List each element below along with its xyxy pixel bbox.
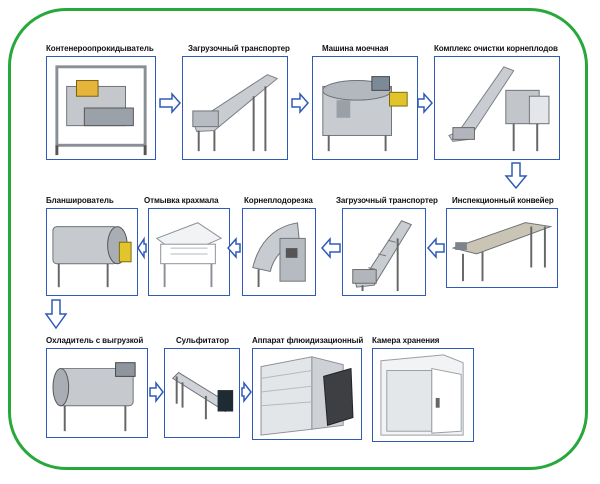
- step-image-root-cutter: [242, 208, 316, 296]
- step-image-fluidized-freezer: [252, 348, 362, 440]
- step-image-sulfitator: [164, 348, 240, 438]
- step-image-container-tipper: [46, 56, 156, 160]
- root-cutter-icon: [252, 222, 306, 288]
- step-image-peeling-complex: [434, 56, 560, 160]
- step-label: Комплекс очистки корнеплодов: [434, 44, 558, 53]
- arrow-left-icon: [137, 236, 147, 260]
- step-label: Машина моечная: [322, 44, 389, 53]
- fluidized-bed-freezer-icon: [260, 356, 354, 436]
- step-image-loading-conveyor: [182, 56, 288, 160]
- step-label: Инспекционный конвейер: [452, 196, 554, 205]
- arrow-right-icon: [417, 92, 434, 114]
- step-label: Бланширователь: [46, 196, 114, 205]
- washing-machine-icon: [322, 76, 408, 152]
- arrow-down-icon: [504, 162, 528, 190]
- step-label: Сульфитатор: [176, 336, 229, 345]
- starch-washer-icon: [155, 222, 223, 288]
- step-image-inspection-conveyor: [446, 208, 558, 288]
- step-label: Охладитель с выгрузкой: [46, 336, 144, 345]
- step-image-blancher: [46, 208, 138, 296]
- arrow-left-icon: [226, 237, 241, 259]
- arrow-right-icon: [149, 380, 164, 404]
- blancher-drum-icon: [52, 226, 132, 288]
- step-image-starch-washer: [148, 208, 230, 296]
- sulfitator-screw-icon: [172, 371, 234, 420]
- arrow-down-icon: [44, 299, 68, 330]
- step-image-cold-storage: [372, 348, 474, 442]
- inspection-conveyor-icon: [451, 222, 553, 282]
- root-peeling-complex-icon: [448, 66, 550, 152]
- step-label: Загрузочный транспортер: [188, 44, 290, 53]
- step-label: Корнеплодорезка: [244, 196, 313, 205]
- incline-loading-conveyor-icon: [352, 220, 413, 292]
- arrow-right-icon: [159, 92, 182, 114]
- step-label: Отмывка крахмала: [144, 196, 219, 205]
- arrow-right-icon: [241, 380, 252, 404]
- container-tipper-machine-icon: [55, 65, 147, 156]
- arrow-left-icon: [320, 237, 341, 259]
- arrow-right-icon: [291, 92, 310, 114]
- loading-conveyor-icon: [192, 74, 279, 152]
- cold-storage-room-icon: [380, 354, 464, 436]
- step-label: Камера хранения: [372, 336, 440, 345]
- rounded-frame: [8, 8, 588, 470]
- step-image-washing-machine: [312, 56, 418, 160]
- step-image-cooler: [46, 348, 148, 438]
- step-label: Загрузочный транспортер: [336, 196, 438, 205]
- step-image-incline-conveyor: [342, 208, 426, 296]
- step-label: Аппарат флюидизационный: [252, 336, 364, 345]
- arrow-left-icon: [426, 237, 445, 259]
- cooler-drum-icon: [52, 362, 136, 432]
- step-label: Контенероопрокидыватель: [46, 44, 154, 53]
